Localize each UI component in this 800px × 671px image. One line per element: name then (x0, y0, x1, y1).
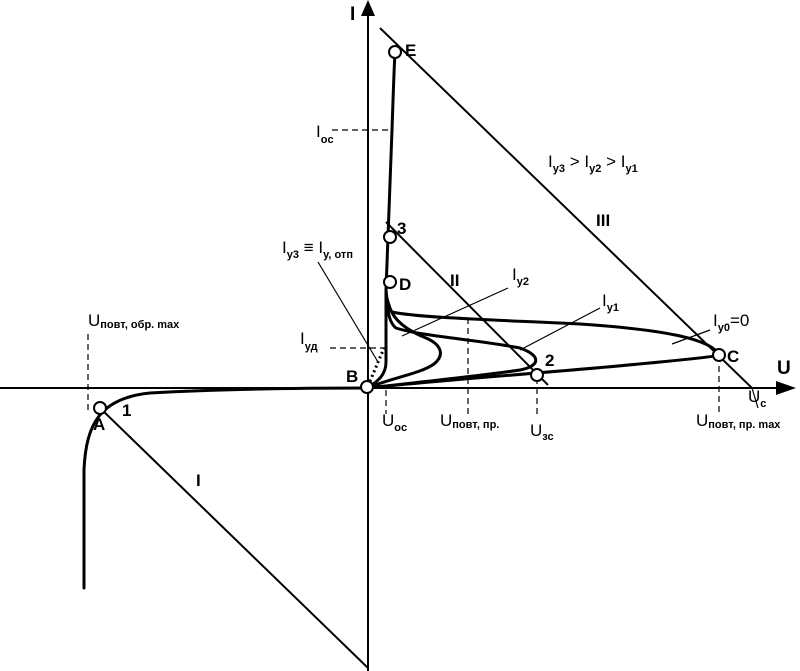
i-y3-label: Iу3 ≡ Iу, отп (282, 238, 353, 261)
i-y2-leader (401, 287, 509, 337)
i-y3-leader (317, 261, 379, 363)
point-E-label: E (405, 41, 416, 60)
load-line-II-label: II (450, 271, 459, 290)
load-lines: I II III (99, 27, 753, 669)
point-1-label: 1 (122, 401, 131, 420)
load-line-III (379, 27, 753, 389)
u-os-label: Uoc (382, 411, 407, 434)
point-2 (530, 368, 544, 382)
load-line-I (99, 407, 369, 669)
load-line-I-label: I (196, 471, 201, 490)
current-inequality: Iу3 > Iу2 > Iу1 (548, 152, 638, 175)
point-B-label: B (346, 367, 358, 386)
on-state-curve (384, 50, 397, 292)
point-A-label: A (93, 415, 105, 434)
i-y3-dotted (366, 347, 386, 387)
operating-points (93, 45, 726, 415)
curve-iy3 (366, 288, 388, 390)
point-B (360, 380, 374, 394)
u-c-label: Uc (748, 387, 766, 410)
i-ud-label: Iуд (300, 329, 318, 353)
load-line-II (385, 221, 549, 386)
point-3 (383, 230, 397, 244)
load-line-III-label: III (596, 211, 610, 230)
i-y0-label: Iу0=0 (713, 311, 749, 334)
u-c-leader (751, 387, 759, 409)
u-povt-pr-label: Uповт, пр. (440, 411, 499, 431)
point-E (388, 45, 402, 59)
u-zs-label: Uзс (530, 421, 554, 443)
point-D-label: D (399, 275, 411, 294)
reverse-branch-curve (82, 386, 370, 590)
i-y1-label: Iу1 (602, 291, 619, 314)
current-labels: Ioc Iуд Iу3 ≡ Iу, отп Iу2 Iу1 Iу0=0 Iу3 … (282, 122, 749, 353)
point-2-label: 2 (545, 351, 554, 370)
curve-iy1 (366, 288, 538, 390)
i-y0-leader (671, 329, 711, 345)
i-axis-label: I (350, 4, 355, 25)
voltage-labels: Uповт, обр. max Uoc Uповт, пр. Uзс Uповт… (88, 311, 781, 443)
u-povt-obr-label: Uповт, обр. max (88, 311, 180, 331)
leader-lines (317, 261, 759, 409)
u-povt-pr-max-label: Uповт, пр. max (696, 411, 781, 431)
curve-iy2 (366, 288, 442, 390)
point-labels: A 1 B C D E 2 3 (93, 41, 739, 434)
curves (82, 50, 721, 590)
i-axis-arrow (361, 0, 375, 16)
i-y2-label: Iу2 (512, 265, 529, 288)
i-os-label: Ioc (316, 122, 334, 146)
u-axis-label: U (777, 358, 791, 379)
u-axis-arrow (776, 381, 796, 395)
point-C (712, 348, 726, 362)
guide-lines (87, 129, 720, 414)
i-y1-leader (519, 307, 601, 351)
point-A (93, 401, 107, 415)
point-C-label: C (727, 347, 739, 366)
point-D (383, 275, 397, 289)
point-3-label: 3 (397, 219, 406, 238)
